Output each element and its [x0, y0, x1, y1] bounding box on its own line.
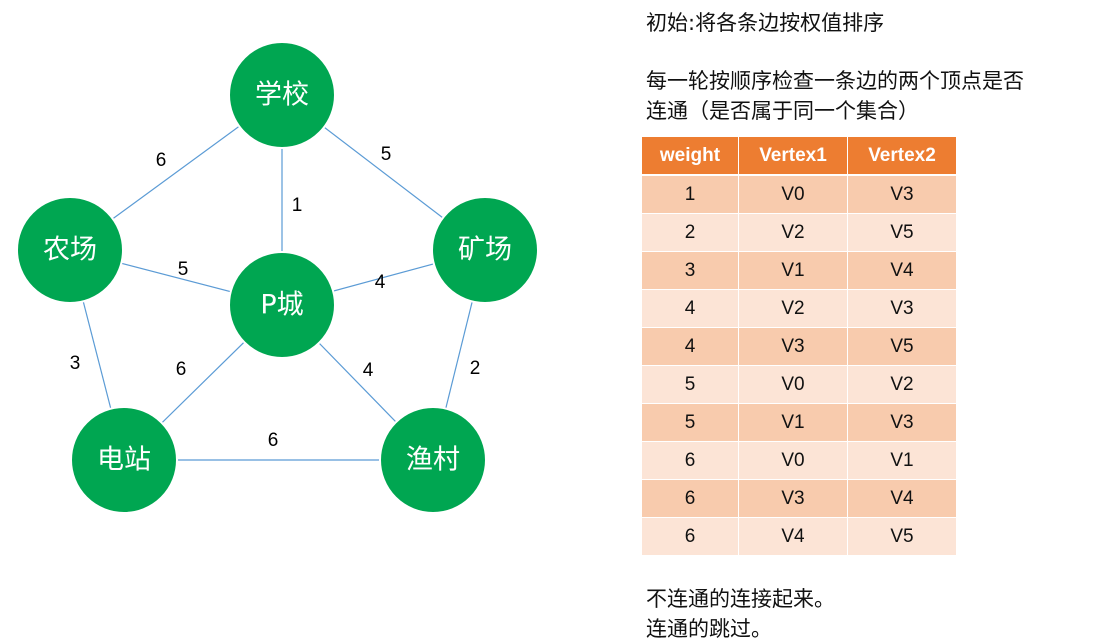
cell-vertex2: V5	[847, 327, 957, 366]
edge-weight-label: 2	[470, 358, 481, 379]
outro-line-2: 连通的跳过。	[646, 617, 772, 641]
node-farm: 农场	[16, 196, 124, 304]
cell-weight: 6	[642, 517, 739, 556]
cell-vertex1: V4	[738, 517, 848, 556]
table-header-row: weight Vertex1 Vertex2	[642, 137, 957, 176]
node-circle	[16, 196, 124, 304]
node-label: 学校	[255, 80, 309, 111]
rule-line-2: 连通（是否属于同一个集合）	[646, 99, 919, 123]
node-village: 渔村	[379, 406, 487, 514]
edge-weight-label: 1	[292, 195, 303, 216]
node-circle	[379, 406, 487, 514]
cell-vertex2: V3	[847, 175, 957, 214]
node-circle	[228, 41, 336, 149]
edge-weight-label: 3	[70, 353, 81, 374]
rule-line-1: 每一轮按顺序检查一条边的两个顶点是否	[646, 69, 1024, 93]
cell-vertex2: V4	[847, 479, 957, 518]
cell-vertex1: V2	[738, 289, 848, 328]
cell-vertex1: V0	[738, 365, 848, 404]
cell-weight: 2	[642, 213, 739, 252]
edge-weight-label: 6	[156, 150, 167, 171]
cell-vertex2: V3	[847, 289, 957, 328]
cell-weight: 6	[642, 479, 739, 518]
cell-vertex2: V3	[847, 403, 957, 442]
node-mine: 矿场	[431, 196, 539, 304]
node-circle	[70, 406, 178, 514]
cell-vertex2: V2	[847, 365, 957, 404]
intro-text: 初始:将各条边按权值排序	[646, 8, 884, 38]
cell-vertex1: V3	[738, 327, 848, 366]
node-circle	[228, 251, 336, 359]
edge-weight-label: 4	[363, 360, 374, 381]
cell-vertex1: V2	[738, 213, 848, 252]
outro-line-1: 不连通的连接起来。	[646, 587, 835, 611]
node-school: 学校	[228, 41, 336, 149]
cell-vertex1: V3	[738, 479, 848, 518]
edge-weight-label: 6	[176, 359, 187, 380]
edge-weight-label: 6	[268, 430, 279, 451]
edge-weight-label: 5	[381, 144, 392, 165]
cell-weight: 6	[642, 441, 739, 480]
cell-vertex2: V5	[847, 517, 957, 556]
intro-line: 初始:将各条边按权值排序	[646, 11, 885, 35]
outro-text: 不连通的连接起来。 连通的跳过。	[646, 584, 835, 644]
cell-weight: 5	[642, 403, 739, 442]
cell-vertex2: V1	[847, 441, 957, 480]
node-label: 矿场	[458, 235, 512, 266]
node-label: 农场	[43, 235, 97, 266]
header-weight: weight	[642, 137, 739, 176]
node-label: 电站	[97, 445, 151, 476]
header-vertex1: Vertex1	[738, 137, 848, 176]
cell-vertex2: V4	[847, 251, 957, 290]
node-label: 渔村	[406, 445, 460, 476]
node-circle	[431, 196, 539, 304]
cell-vertex1: V1	[738, 251, 848, 290]
cell-vertex2: V5	[847, 213, 957, 252]
cell-weight: 1	[642, 175, 739, 214]
cell-weight: 4	[642, 289, 739, 328]
cell-vertex1: V0	[738, 175, 848, 214]
rule-text: 每一轮按顺序检查一条边的两个顶点是否 连通（是否属于同一个集合）	[646, 66, 1024, 126]
cell-weight: 3	[642, 251, 739, 290]
edge-weight-label: 4	[375, 272, 386, 293]
cell-weight: 4	[642, 327, 739, 366]
node-pcity: P城	[228, 251, 336, 359]
cell-vertex1: V1	[738, 403, 848, 442]
cell-vertex1: V0	[738, 441, 848, 480]
node-label: P城	[260, 290, 303, 321]
header-vertex2: Vertex2	[847, 137, 957, 176]
node-station: 电站	[70, 406, 178, 514]
edge-weight-label: 5	[178, 259, 189, 280]
cell-weight: 5	[642, 365, 739, 404]
